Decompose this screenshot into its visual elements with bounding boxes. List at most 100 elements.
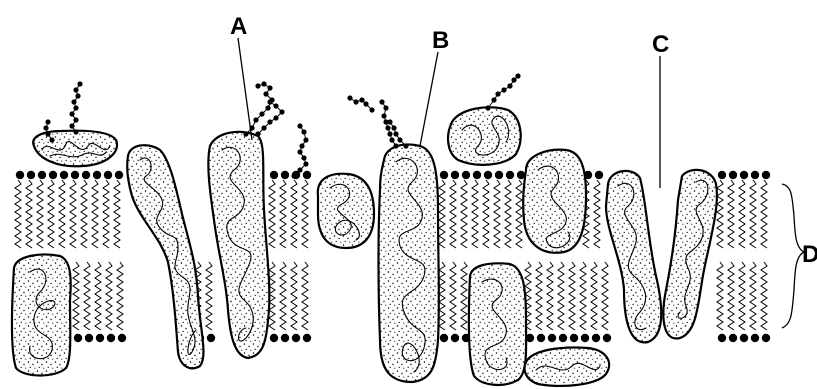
lipid-tail bbox=[450, 262, 456, 330]
sugar-bead bbox=[303, 161, 308, 166]
lipid-tail bbox=[569, 262, 575, 330]
sugar-bead bbox=[273, 115, 278, 120]
sugar-bead bbox=[383, 105, 388, 110]
sugar-bead bbox=[267, 119, 272, 124]
lipid-tail bbox=[103, 180, 109, 248]
phosphate-head bbox=[16, 171, 24, 179]
lipid-tail bbox=[73, 262, 79, 330]
phosphate-head bbox=[473, 171, 481, 179]
sugar-bead bbox=[265, 105, 270, 110]
lipid-tail bbox=[461, 262, 467, 330]
lipid-tail bbox=[739, 262, 745, 330]
glycoprotein-a bbox=[208, 132, 269, 358]
channel-protein-left bbox=[606, 171, 661, 343]
sugar-bead bbox=[379, 99, 384, 104]
sugar-bead bbox=[259, 111, 264, 116]
glycoprotein-b bbox=[379, 145, 439, 382]
sugar-bead bbox=[261, 125, 266, 130]
sugar-bead bbox=[267, 99, 272, 104]
lipid-tail bbox=[728, 180, 734, 248]
sugar-bead bbox=[385, 125, 390, 130]
carbohydrate-chains bbox=[43, 73, 520, 178]
sugar-bead bbox=[255, 131, 260, 136]
sugar-bead bbox=[263, 91, 268, 96]
label-b: B bbox=[432, 27, 449, 54]
lipid-tail bbox=[280, 180, 286, 248]
phosphate-head bbox=[592, 334, 600, 342]
sugar-bead bbox=[387, 119, 392, 124]
phosphate-head bbox=[762, 334, 770, 342]
lipid-tail bbox=[494, 180, 500, 248]
lipid-tail bbox=[472, 180, 478, 248]
sugar-bead bbox=[77, 81, 82, 86]
label-a: A bbox=[230, 13, 247, 40]
lipid-tail bbox=[84, 262, 90, 330]
phosphate-head bbox=[71, 171, 79, 179]
leader-line-a bbox=[238, 38, 252, 140]
lipid-tail bbox=[483, 180, 489, 248]
sugar-bead bbox=[291, 173, 296, 178]
phosphate-head bbox=[74, 334, 82, 342]
phosphate-head bbox=[440, 171, 448, 179]
sugar-bead bbox=[43, 125, 48, 130]
phosphate-head bbox=[292, 334, 300, 342]
phosphate-head bbox=[729, 334, 737, 342]
sugar-bead bbox=[297, 149, 302, 154]
lipid-tail bbox=[558, 262, 564, 330]
sugar-bead bbox=[507, 83, 512, 88]
phosphate-head bbox=[82, 171, 90, 179]
phosphate-head bbox=[451, 334, 459, 342]
lipid-tail bbox=[117, 262, 123, 330]
sugar-bead bbox=[359, 97, 364, 102]
sugar-bead bbox=[73, 129, 78, 134]
label-c: C bbox=[652, 31, 669, 58]
sugar-bead bbox=[267, 85, 272, 90]
lipid-tail bbox=[450, 180, 456, 248]
lipid-tail bbox=[728, 262, 734, 330]
sugar-bead bbox=[73, 87, 78, 92]
sugar-bead bbox=[49, 137, 54, 142]
phosphate-head bbox=[303, 171, 311, 179]
sugar-bead bbox=[301, 129, 306, 134]
phosphate-head bbox=[60, 171, 68, 179]
phosphate-head bbox=[451, 171, 459, 179]
lipid-tail bbox=[291, 180, 297, 248]
lipid-tail bbox=[106, 262, 112, 330]
lipid-tail bbox=[280, 262, 286, 330]
phosphate-head bbox=[104, 171, 112, 179]
lipid-tail bbox=[15, 180, 21, 248]
sugar-bead bbox=[397, 137, 402, 142]
phosphate-head bbox=[506, 171, 514, 179]
peripheral-protein-top-left bbox=[33, 131, 117, 167]
sugar-bead bbox=[261, 81, 266, 86]
lipid-tail bbox=[70, 180, 76, 248]
lipid-tail bbox=[439, 262, 445, 330]
phosphate-head bbox=[762, 171, 770, 179]
bracket-d bbox=[782, 184, 804, 328]
phosphate-head bbox=[595, 171, 603, 179]
phosphate-head bbox=[718, 334, 726, 342]
phosphate-head bbox=[96, 334, 104, 342]
sugar-bead bbox=[69, 123, 74, 128]
phosphate-head bbox=[537, 334, 545, 342]
sugar-bead bbox=[255, 83, 260, 88]
label-d: D bbox=[802, 241, 817, 268]
sugar-bead bbox=[299, 143, 304, 148]
sugar-bead bbox=[391, 125, 396, 130]
lipid-tail bbox=[302, 262, 308, 330]
sugar-bead bbox=[491, 97, 496, 102]
lipid-tail bbox=[269, 180, 275, 248]
phosphate-head bbox=[495, 171, 503, 179]
lipid-tail bbox=[114, 180, 120, 248]
sugar-bead bbox=[73, 105, 78, 110]
phosphate-head bbox=[440, 334, 448, 342]
lipid-tail bbox=[302, 180, 308, 248]
sugar-bead bbox=[393, 143, 398, 148]
lipid-tail bbox=[591, 262, 597, 330]
phosphate-head bbox=[107, 334, 115, 342]
lipid-tail bbox=[761, 262, 767, 330]
peripheral-protein-bottom-left bbox=[12, 255, 71, 376]
sugar-bead bbox=[279, 109, 284, 114]
phosphate-head bbox=[570, 334, 578, 342]
phosphate-head bbox=[548, 334, 556, 342]
